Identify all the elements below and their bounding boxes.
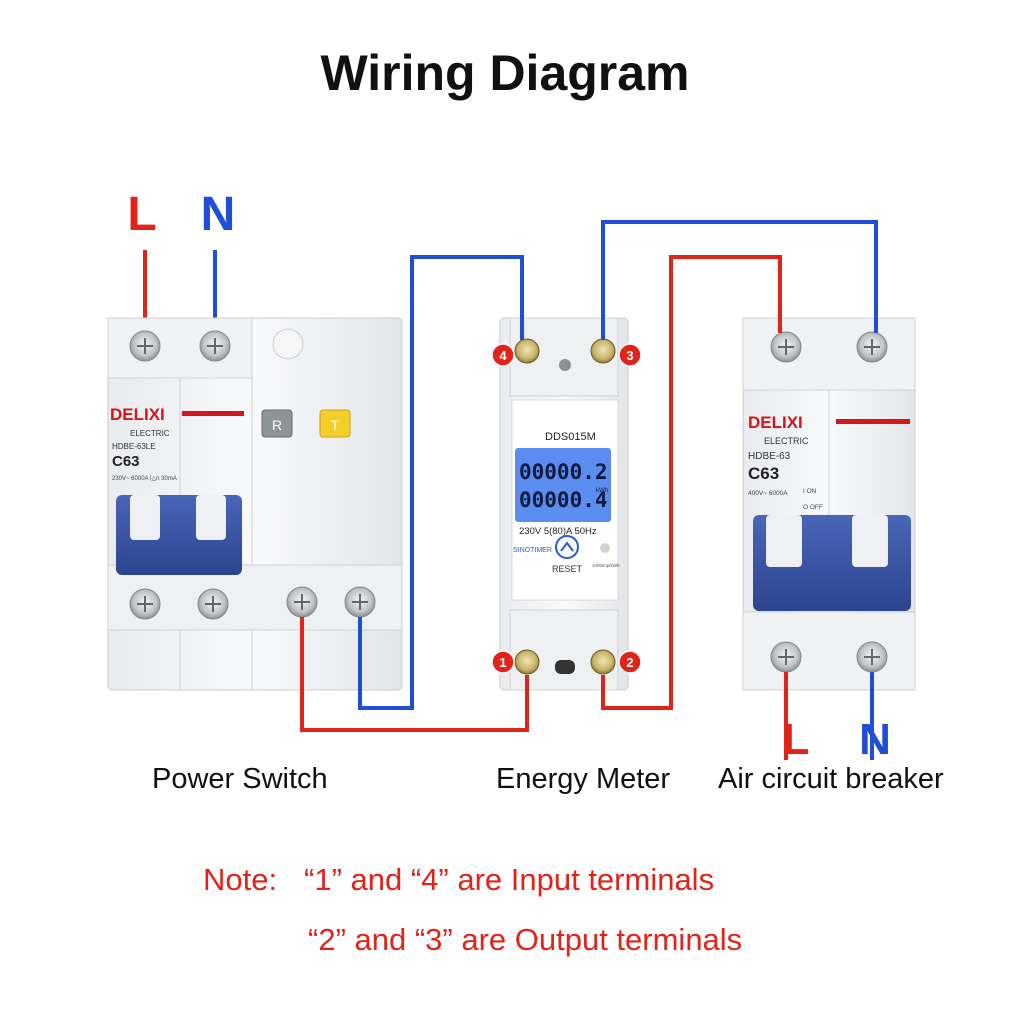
terminal-badge-3: 3 (618, 343, 642, 367)
svg-text:T: T (331, 417, 340, 433)
meter-reading-2: 00000.4 (519, 488, 608, 512)
test-t-button (319, 409, 351, 438)
terminal-badge-2: 2 (618, 650, 642, 674)
live-label-top: L (127, 188, 156, 241)
pulse-led-icon (600, 543, 610, 553)
note-line-2: “2” and “3” are Output terminals (308, 922, 743, 957)
lcd-display (515, 448, 611, 522)
air-breaker-off: O OFF (803, 504, 823, 511)
neutral-wire-switch-to-meter (358, 255, 524, 710)
note-prefix: Note: (203, 862, 278, 897)
terminal-1-screw-icon (514, 649, 540, 675)
meter-rating: 230V 5(80)A 50Hz (519, 526, 597, 537)
air-breaker-spec: 400V~ 6000A (748, 490, 788, 497)
diagram-title: Wiring Diagram (320, 45, 690, 101)
air-breaker-rating: C63 (748, 464, 779, 483)
air-breaker-brand: DELIXI (748, 413, 803, 432)
neutral-label-bottom: N (859, 715, 891, 764)
terminal-3-screw-icon (590, 338, 616, 364)
air-breaker-on: I ON (803, 488, 817, 495)
live-wire-meter-to-breaker (601, 255, 782, 710)
power-switch-rating: C63 (112, 453, 140, 470)
meter-brand: SINOTIMER (513, 547, 552, 554)
energy-meter-device: DDS015M 00000.2 00000.4 kWh 230V 5(80)A … (499, 317, 629, 691)
reset-r-button (261, 409, 293, 438)
power-switch-spec: 230V~ 6000A I△n 30mA (112, 476, 177, 482)
air-breaker-model: HDBE-63 (748, 451, 791, 462)
meter-impulse: 1000imp/kWh (592, 563, 620, 568)
live-label-bottom: L (783, 715, 810, 764)
energy-meter-caption: Energy Meter (496, 763, 671, 795)
svg-text:3: 3 (626, 348, 633, 363)
meter-reading-1: 00000.2 (519, 460, 608, 484)
power-switch-sub: ELECTRIC (130, 429, 170, 438)
svg-text:R: R (272, 417, 282, 433)
meter-reset-label: RESET (552, 564, 583, 574)
svg-text:4: 4 (499, 348, 507, 363)
svg-text:2: 2 (626, 655, 633, 670)
neutral-wire-meter-to-breaker (601, 220, 878, 340)
live-wire-switch-to-meter (300, 617, 529, 732)
power-switch-caption: Power Switch (152, 763, 328, 795)
terminal-4-screw-icon (514, 338, 540, 364)
terminal-badge-4: 4 (491, 343, 515, 367)
air-breaker-sub: ELECTRIC (764, 436, 809, 446)
neutral-label-top: N (201, 188, 236, 241)
power-switch-device: DELIXI ELECTRIC HDBE-63LE C63 230V~ 6000… (107, 317, 403, 691)
meter-model: DDS015M (545, 431, 596, 443)
power-switch-model: HDBE-63LE (112, 442, 156, 451)
power-switch-brand: DELIXI (110, 405, 165, 424)
reset-button (555, 535, 579, 559)
terminal-badge-1: 1 (491, 650, 515, 674)
air-breaker-caption: Air circuit breaker (718, 763, 944, 795)
terminal-2-screw-icon (590, 649, 616, 675)
meter-unit: kWh (596, 488, 608, 494)
svg-text:1: 1 (499, 655, 506, 670)
note-line-1: “1” and “4” are Input terminals (304, 862, 715, 897)
air-breaker-device: DELIXI ELECTRIC HDBE-63 C63 400V~ 6000A … (742, 317, 916, 691)
